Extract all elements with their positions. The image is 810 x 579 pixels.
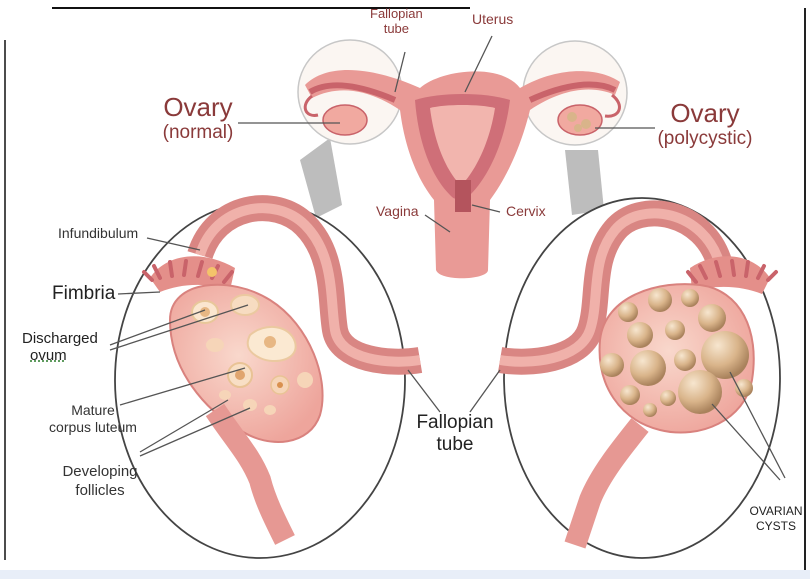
label-developing-follicles: Developing follicles: [50, 462, 150, 500]
label-ovarian-cysts: OVARIAN CYSTS: [736, 504, 810, 534]
label-ovarian-cysts-line1: OVARIAN: [736, 504, 810, 519]
label-ovary-polycystic-sub: (polycystic): [645, 129, 765, 149]
label-fimbria: Fimbria: [52, 284, 115, 304]
label-mature-line2: corpus luteum: [38, 419, 148, 436]
label-discharged-line2: ovum: [30, 347, 98, 364]
label-discharged-line1: Discharged: [22, 330, 98, 347]
label-uterus: Uterus: [472, 12, 513, 27]
label-ovary-polycystic: Ovary (polycystic): [645, 100, 765, 149]
label-fallopian-tube-top-line2: tube: [370, 21, 423, 36]
label-fallopian-tube-mid-line2: tube: [410, 434, 500, 456]
label-vagina: Vagina: [376, 204, 419, 219]
bottom-strip: [0, 570, 810, 579]
label-ovary-normal-title: Ovary: [148, 94, 248, 121]
label-ovary-polycystic-title: Ovary: [645, 100, 765, 127]
label-fallopian-tube-top: Fallopian tube: [370, 6, 423, 36]
label-fallopian-tube-mid-line1: Fallopian: [410, 412, 500, 434]
label-cervix: Cervix: [506, 204, 546, 219]
label-developing-line2: follicles: [50, 481, 150, 500]
label-mature-line1: Mature: [38, 402, 148, 419]
label-ovary-normal-sub: (normal): [148, 123, 248, 143]
connector-left: [300, 138, 342, 218]
label-discharged-ovum: Discharged ovum: [22, 330, 98, 364]
label-developing-line1: Developing: [50, 462, 150, 481]
label-infundibulum: Infundibulum: [58, 226, 138, 241]
connector-right: [565, 150, 604, 215]
label-ovary-normal: Ovary (normal): [148, 94, 248, 143]
label-mature-corpus-luteum: Mature corpus luteum: [38, 402, 148, 436]
label-ovarian-cysts-line2: CYSTS: [736, 519, 810, 534]
label-fallopian-tube-top-line1: Fallopian: [370, 6, 423, 21]
label-fallopian-tube-mid: Fallopian tube: [410, 412, 500, 456]
